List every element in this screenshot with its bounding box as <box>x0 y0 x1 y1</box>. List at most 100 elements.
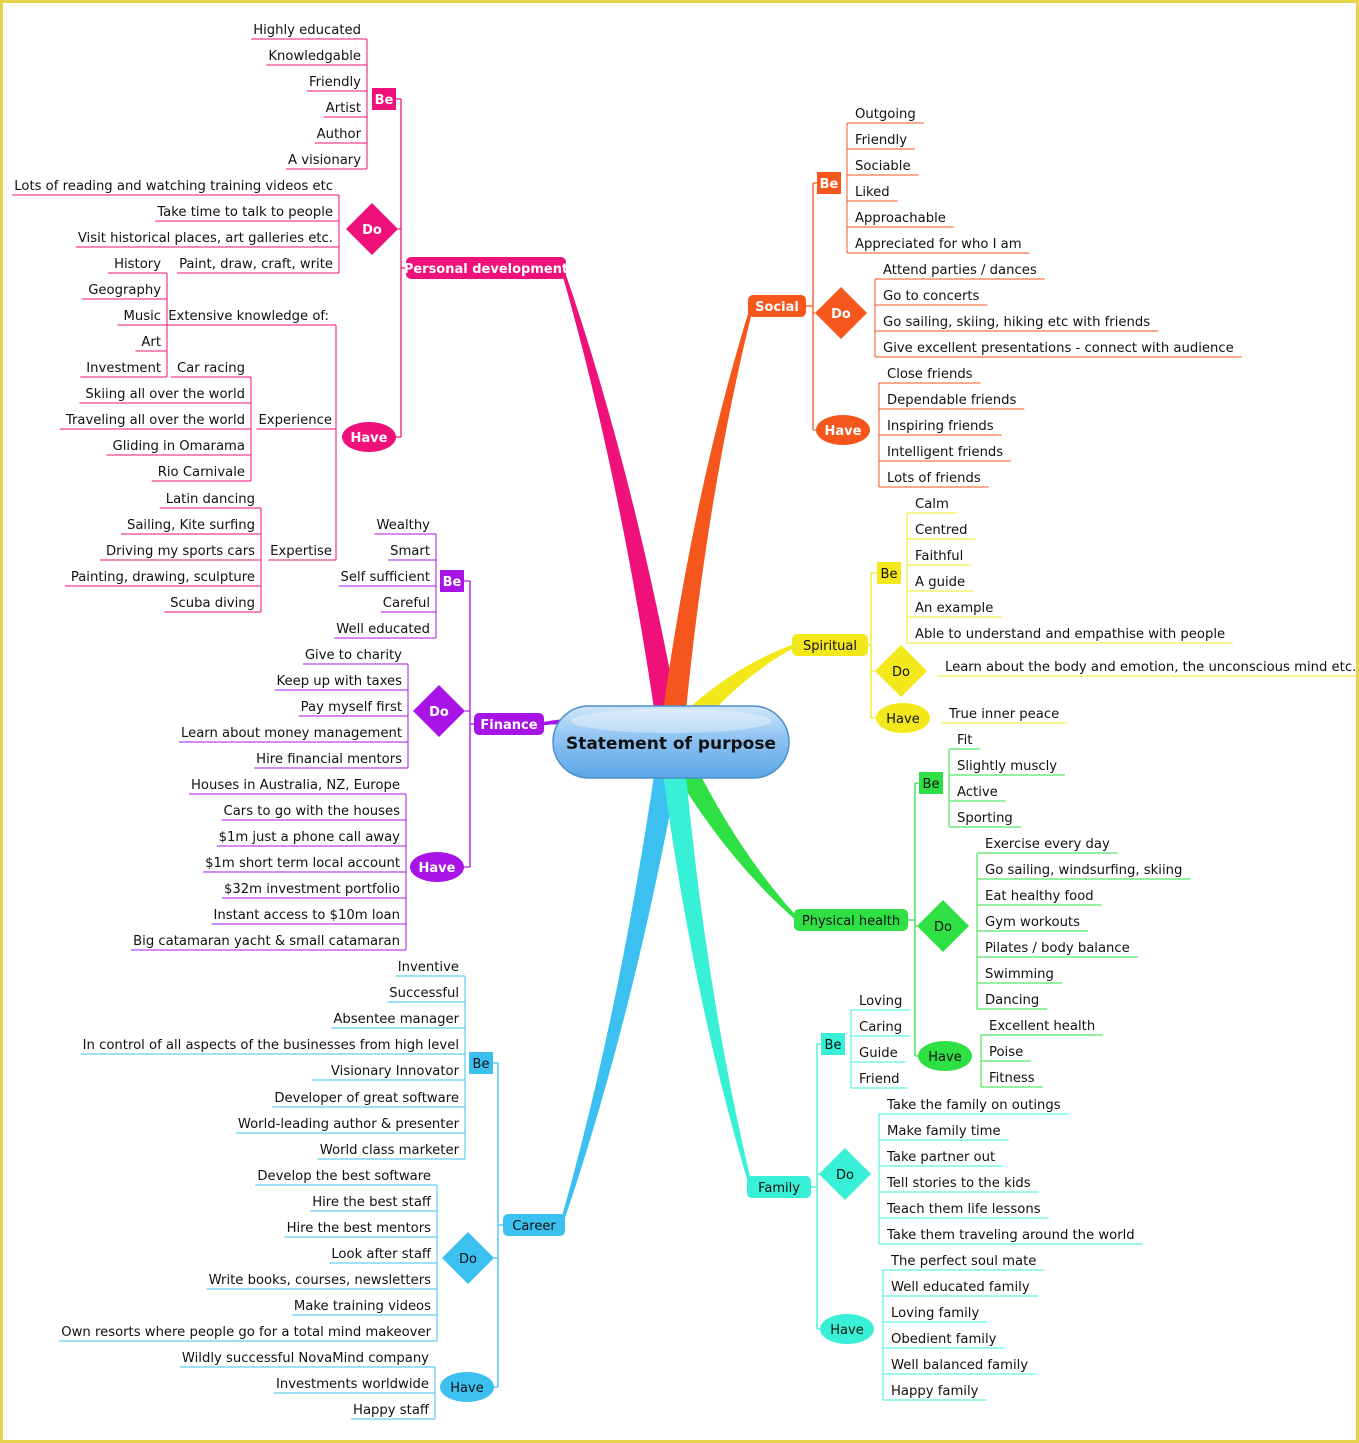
item-finance-have-4[interactable]: $32m investment portfolio <box>224 882 400 897</box>
item-personal-development-do-3[interactable]: Paint, draw, craft, write <box>179 257 333 272</box>
group-finance-have-ellipse[interactable] <box>410 852 464 882</box>
group-social-be[interactable]: Be <box>817 172 841 194</box>
item-personal-development-have-1-sub-4[interactable]: Rio Carnivale <box>158 465 245 480</box>
branch-physical-health[interactable]: Physical health <box>794 909 908 931</box>
item-social-do-1[interactable]: Go to concerts <box>883 289 980 304</box>
item-social-have-4[interactable]: Lots of friends <box>887 471 981 486</box>
item-finance-have-3[interactable]: $1m short term local account <box>205 856 400 871</box>
item-finance-have-5[interactable]: Instant access to $10m loan <box>213 908 400 923</box>
group-personal-development-be[interactable]: Be <box>372 88 396 110</box>
item-family-be-0[interactable]: Loving <box>859 994 902 1009</box>
item-career-have-1[interactable]: Investments worldwide <box>276 1377 429 1392</box>
branch-family-box[interactable] <box>747 1176 811 1198</box>
item-finance-do-2[interactable]: Pay myself first <box>301 700 402 715</box>
group-physical-health-be[interactable]: Be <box>919 772 943 794</box>
group-social-be-rect[interactable] <box>817 172 841 194</box>
item-personal-development-have-1-sub-2[interactable]: Traveling all over the world <box>65 413 245 428</box>
item-finance-have-0[interactable]: Houses in Australia, NZ, Europe <box>191 778 400 793</box>
item-social-do-3[interactable]: Give excellent presentations - connect w… <box>883 341 1234 356</box>
item-physical-health-be-2[interactable]: Active <box>957 785 998 800</box>
item-career-be-1[interactable]: Successful <box>389 986 459 1001</box>
item-finance-be-1[interactable]: Smart <box>390 544 430 559</box>
item-spiritual-have-0[interactable]: True inner peace <box>948 707 1059 722</box>
item-personal-development-do-2[interactable]: Visit historical places, art galleries e… <box>78 231 333 246</box>
item-family-have-2[interactable]: Loving family <box>891 1306 979 1321</box>
group-physical-health-do[interactable]: Do <box>917 900 969 952</box>
item-finance-have-6[interactable]: Big catamaran yacht & small catamaran <box>133 934 400 949</box>
group-finance-have[interactable]: Have <box>410 852 464 882</box>
group-spiritual-do-diamond[interactable] <box>875 645 927 697</box>
item-social-do-0[interactable]: Attend parties / dances <box>883 263 1037 278</box>
group-social-have-ellipse[interactable] <box>816 415 870 445</box>
item-family-do-5[interactable]: Take them traveling around the world <box>886 1228 1135 1243</box>
central-topic[interactable]: Statement of purpose <box>552 705 790 779</box>
item-physical-health-be-1[interactable]: Slightly muscly <box>957 759 1057 774</box>
item-career-do-6[interactable]: Own resorts where people go for a total … <box>61 1325 431 1340</box>
branch-finance[interactable]: Finance <box>474 713 544 735</box>
item-personal-development-have-0-sub-0[interactable]: History <box>114 257 161 272</box>
item-finance-have-2[interactable]: $1m just a phone call away <box>219 830 401 845</box>
group-spiritual-have[interactable]: Have <box>876 703 930 733</box>
item-physical-health-do-6[interactable]: Dancing <box>985 993 1039 1008</box>
item-physical-health-be-0[interactable]: Fit <box>957 733 972 748</box>
item-personal-development-do-0[interactable]: Lots of reading and watching training vi… <box>14 179 333 194</box>
item-family-do-2[interactable]: Take partner out <box>886 1150 995 1165</box>
item-career-be-5[interactable]: Developer of great software <box>274 1091 459 1106</box>
group-physical-health-be-rect[interactable] <box>919 772 943 794</box>
item-career-do-2[interactable]: Hire the best mentors <box>287 1221 432 1236</box>
item-family-be-1[interactable]: Caring <box>859 1020 902 1035</box>
item-spiritual-be-5[interactable]: Able to understand and empathise with pe… <box>915 627 1225 642</box>
group-family-do[interactable]: Do <box>819 1148 871 1200</box>
branch-social[interactable]: Social <box>748 295 806 317</box>
item-personal-development-be-2[interactable]: Friendly <box>309 75 361 90</box>
item-physical-health-be-3[interactable]: Sporting <box>957 811 1013 826</box>
item-social-be-5[interactable]: Appreciated for who I am <box>855 237 1022 252</box>
item-physical-health-do-0[interactable]: Exercise every day <box>985 837 1110 852</box>
group-family-be[interactable]: Be <box>821 1033 845 1055</box>
item-personal-development-have-0[interactable]: Extensive knowledge of: <box>168 309 329 324</box>
item-finance-be-4[interactable]: Well educated <box>336 622 430 637</box>
branch-social-box[interactable] <box>748 295 806 317</box>
central-topic-bubble[interactable] <box>552 705 790 779</box>
item-career-be-2[interactable]: Absentee manager <box>333 1012 459 1027</box>
item-personal-development-have-1-sub-1[interactable]: Skiing all over the world <box>85 387 245 402</box>
item-finance-do-0[interactable]: Give to charity <box>305 648 402 663</box>
item-personal-development-have-2-sub-3[interactable]: Painting, drawing, sculpture <box>71 570 255 585</box>
group-spiritual-be[interactable]: Be <box>877 562 901 584</box>
item-family-do-1[interactable]: Make family time <box>887 1124 1001 1139</box>
group-social-do[interactable]: Do <box>815 287 867 339</box>
group-physical-health-have-ellipse[interactable] <box>918 1041 972 1071</box>
item-personal-development-have-1[interactable]: Experience <box>258 413 332 428</box>
group-social-have[interactable]: Have <box>816 415 870 445</box>
item-family-have-5[interactable]: Happy family <box>891 1384 979 1399</box>
item-social-be-4[interactable]: Approachable <box>855 211 946 226</box>
group-spiritual-do[interactable]: Do <box>875 645 927 697</box>
item-family-do-0[interactable]: Take the family on outings <box>886 1098 1061 1113</box>
item-family-do-4[interactable]: Teach them life lessons <box>886 1202 1041 1217</box>
item-family-be-2[interactable]: Guide <box>859 1046 898 1061</box>
item-career-do-0[interactable]: Develop the best software <box>257 1169 431 1184</box>
item-personal-development-have-2-sub-0[interactable]: Latin dancing <box>166 492 255 507</box>
item-social-have-1[interactable]: Dependable friends <box>887 393 1016 408</box>
item-spiritual-be-0[interactable]: Calm <box>915 497 949 512</box>
item-family-be-3[interactable]: Friend <box>859 1072 900 1087</box>
item-personal-development-have-0-sub-1[interactable]: Geography <box>88 283 161 298</box>
item-personal-development-be-1[interactable]: Knowledgable <box>268 49 361 64</box>
group-family-be-rect[interactable] <box>821 1033 845 1055</box>
item-career-have-2[interactable]: Happy staff <box>353 1403 430 1418</box>
item-career-do-1[interactable]: Hire the best staff <box>312 1195 432 1210</box>
item-physical-health-have-2[interactable]: Fitness <box>989 1071 1035 1086</box>
group-finance-be[interactable]: Be <box>440 570 464 592</box>
group-family-have[interactable]: Have <box>820 1314 874 1344</box>
item-finance-do-4[interactable]: Hire financial mentors <box>256 752 402 767</box>
item-career-be-7[interactable]: World class marketer <box>320 1143 460 1158</box>
item-finance-do-1[interactable]: Keep up with taxes <box>276 674 402 689</box>
item-social-do-2[interactable]: Go sailing, skiing, hiking etc with frie… <box>883 315 1150 330</box>
item-career-be-6[interactable]: World-leading author & presenter <box>238 1117 460 1132</box>
item-social-have-3[interactable]: Intelligent friends <box>887 445 1003 460</box>
group-spiritual-be-rect[interactable] <box>877 562 901 584</box>
group-family-have-ellipse[interactable] <box>820 1314 874 1344</box>
group-career-have-ellipse[interactable] <box>440 1372 494 1402</box>
item-physical-health-do-5[interactable]: Swimming <box>985 967 1054 982</box>
branch-personal-development[interactable]: Personal development <box>404 257 568 279</box>
